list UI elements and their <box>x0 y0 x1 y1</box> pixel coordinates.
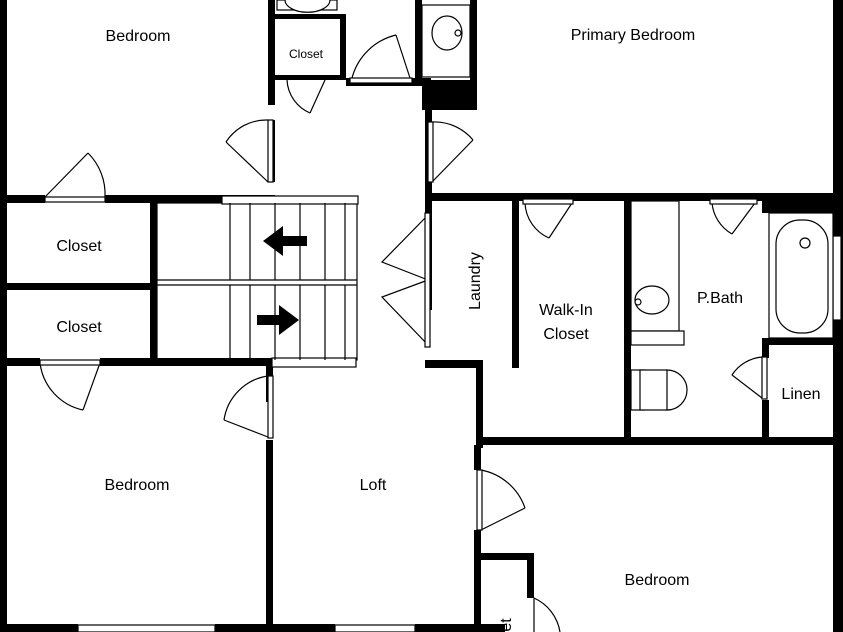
room-labels: Bedroom Closet Primary Bedroom Closet Cl… <box>56 27 820 632</box>
windows <box>77 235 842 632</box>
closet-2-label: Closet <box>56 319 102 336</box>
primary-bedroom-label: Primary Bedroom <box>571 27 695 44</box>
bedroom-bottom-left-label: Bedroom <box>105 477 170 494</box>
bedroom-bottom-right-label: Bedroom <box>625 572 690 589</box>
bath-fixtures <box>276 0 834 411</box>
p-bath-label: P.Bath <box>697 290 743 307</box>
closet-cut-label: et <box>498 618 515 632</box>
walk-in-closet-label-line2: Closet <box>543 326 589 343</box>
staircase <box>156 195 359 368</box>
loft-label: Loft <box>360 477 387 494</box>
linen-label: Linen <box>781 386 820 403</box>
arrow-left-icon <box>263 226 307 256</box>
laundry-label: Laundry <box>467 252 484 310</box>
bedroom-top-left-label: Bedroom <box>106 28 171 45</box>
walk-in-closet-label-line1: Walk-In <box>539 302 593 319</box>
doors <box>39 34 768 632</box>
closet-small-label: Closet <box>289 47 324 61</box>
arrow-right-icon <box>257 305 299 335</box>
closet-1-label: Closet <box>56 238 102 255</box>
